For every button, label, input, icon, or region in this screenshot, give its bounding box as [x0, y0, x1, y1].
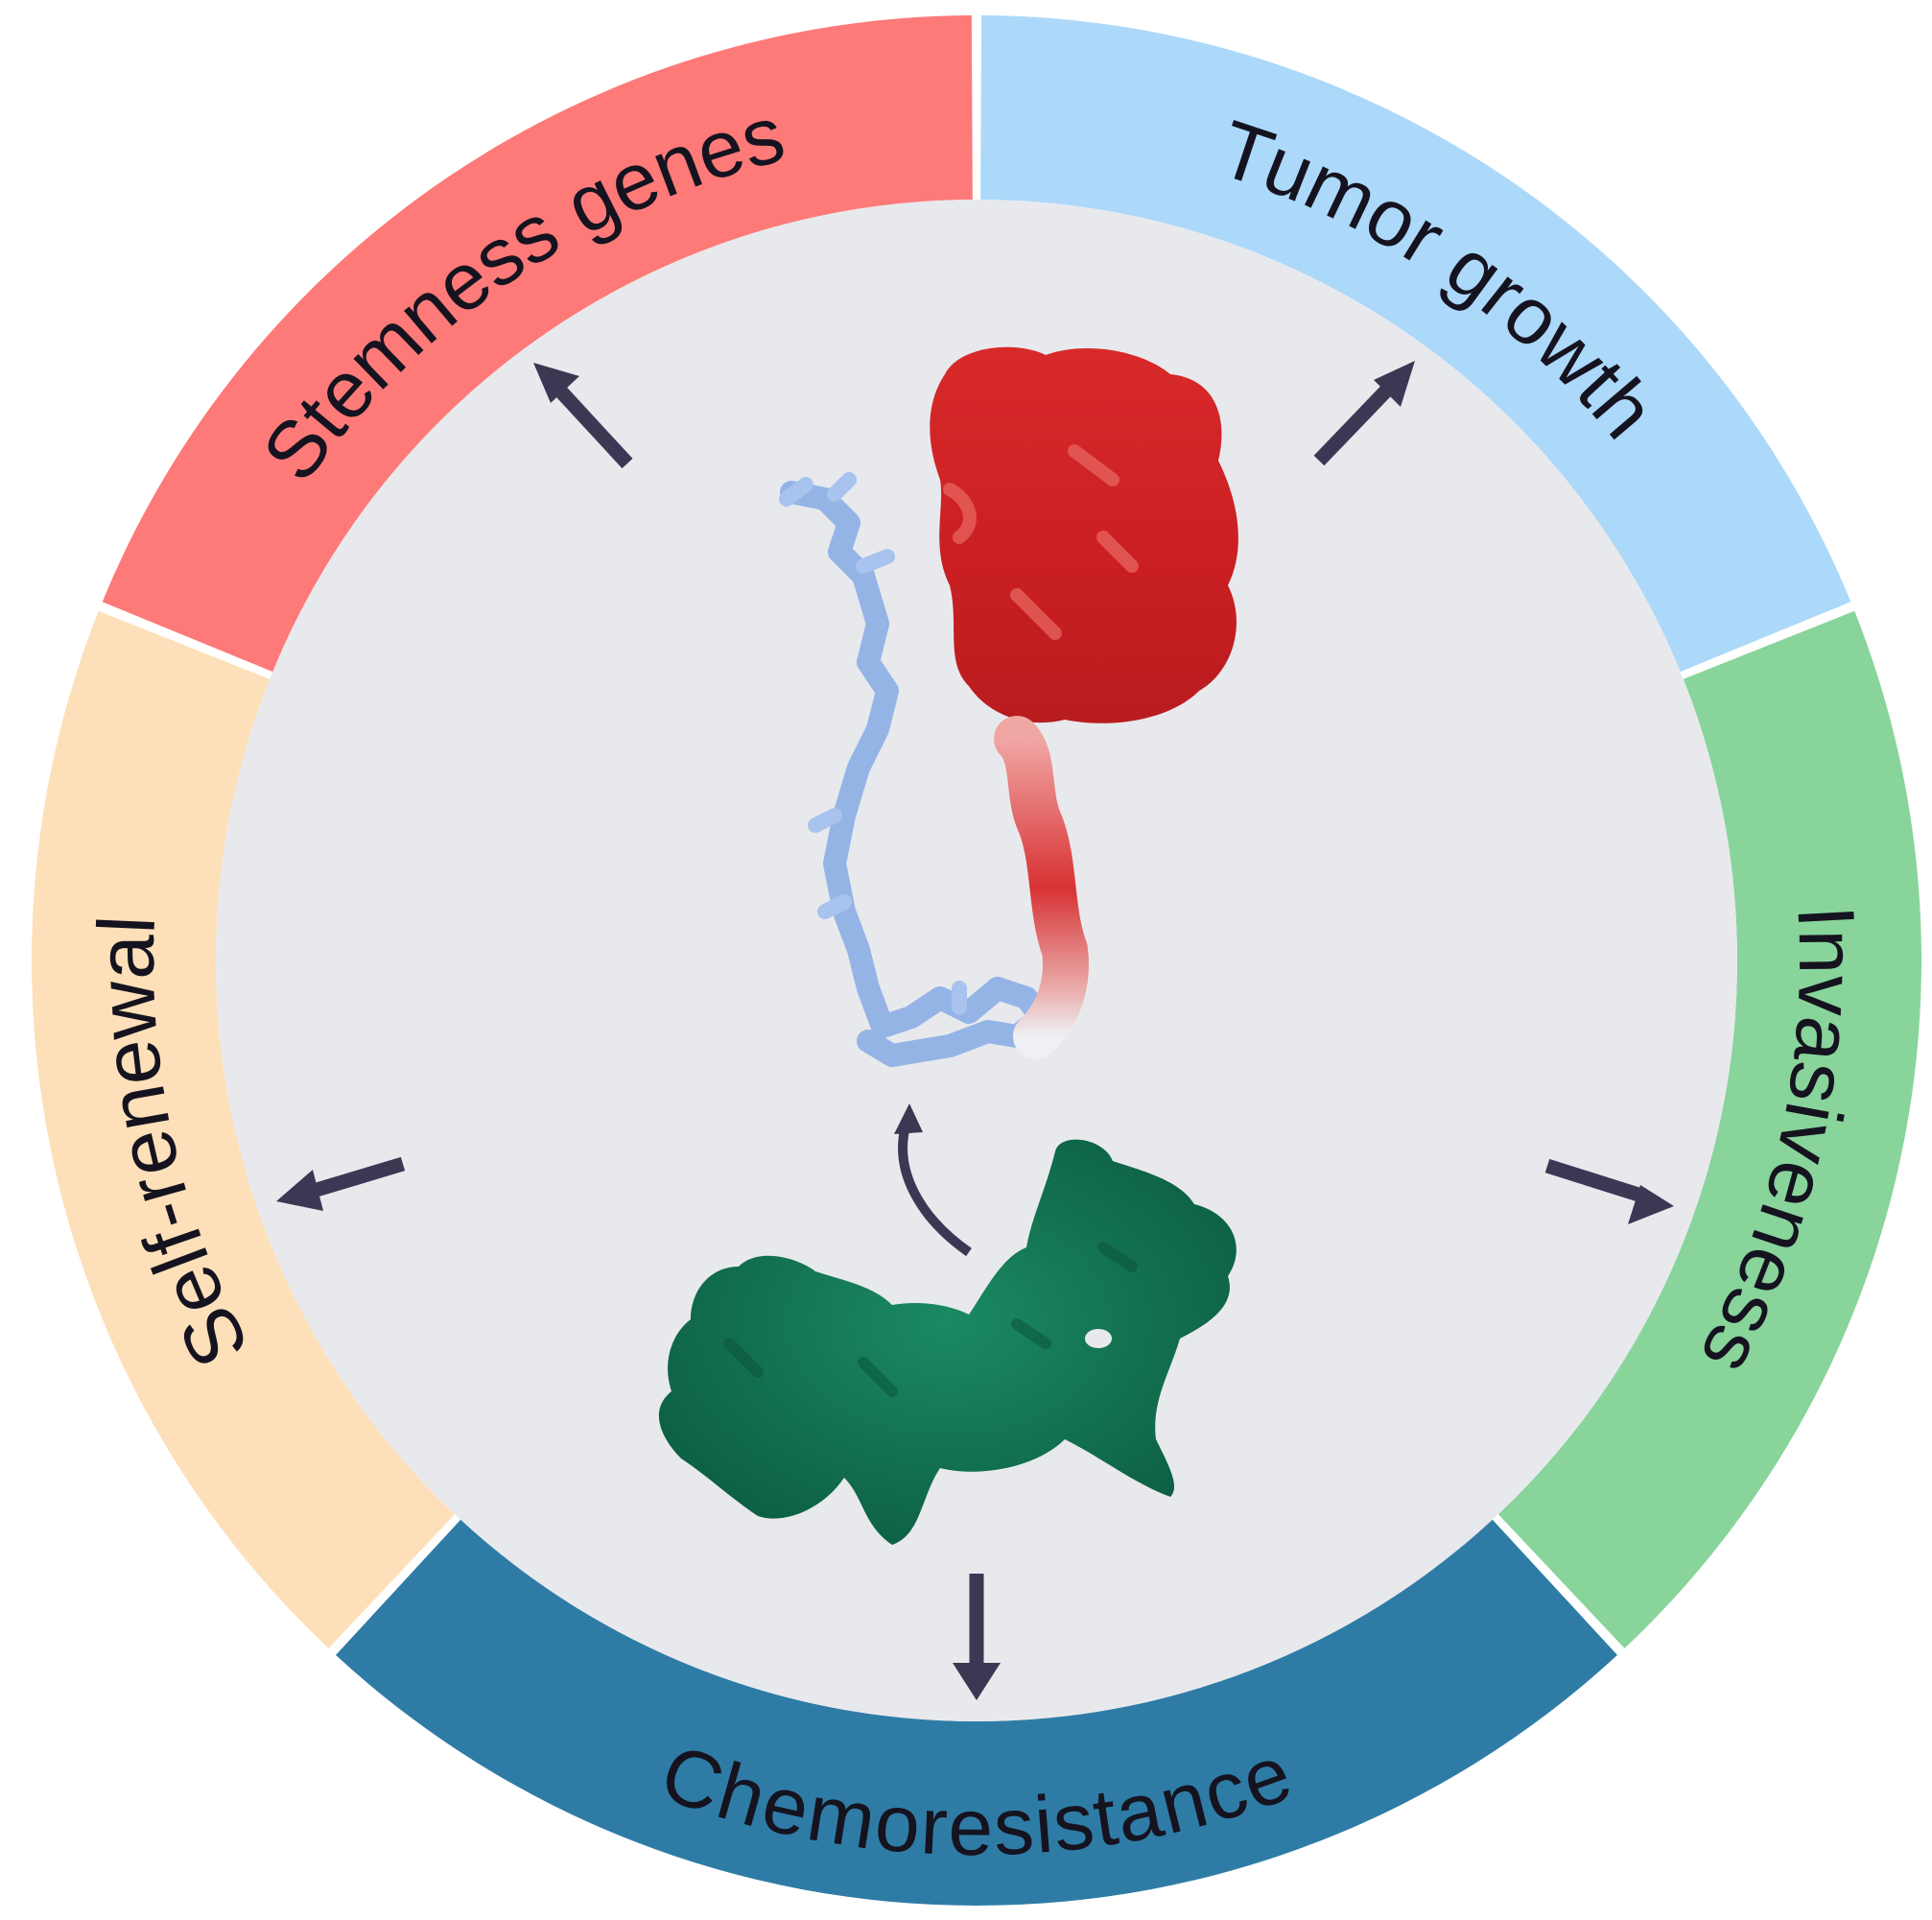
curved-arrow-green-to-blue — [894, 1103, 972, 1257]
segment-invasive — [1497, 610, 1921, 1648]
arrow-to-invasiveness — [1544, 1158, 1674, 1224]
arrow-group — [276, 361, 1674, 1700]
inner-disc — [216, 200, 1737, 1721]
protein-structures — [658, 346, 1238, 1545]
segment-tumor — [980, 15, 1851, 673]
segment-stemness — [102, 15, 973, 673]
green-protein — [658, 1139, 1237, 1545]
arrow-to-self-renewal — [276, 1156, 406, 1211]
red-protein — [930, 346, 1238, 1059]
arrow-to-chemoresistance — [953, 1574, 1001, 1700]
blue-protein-chain — [779, 472, 1052, 1067]
segment-ring — [32, 15, 1921, 1906]
segment-selfrenew — [32, 610, 456, 1648]
arrow-to-stemness — [533, 363, 633, 469]
arrow-to-tumor-growth — [1313, 361, 1415, 466]
segment-chemo — [336, 1519, 1617, 1906]
